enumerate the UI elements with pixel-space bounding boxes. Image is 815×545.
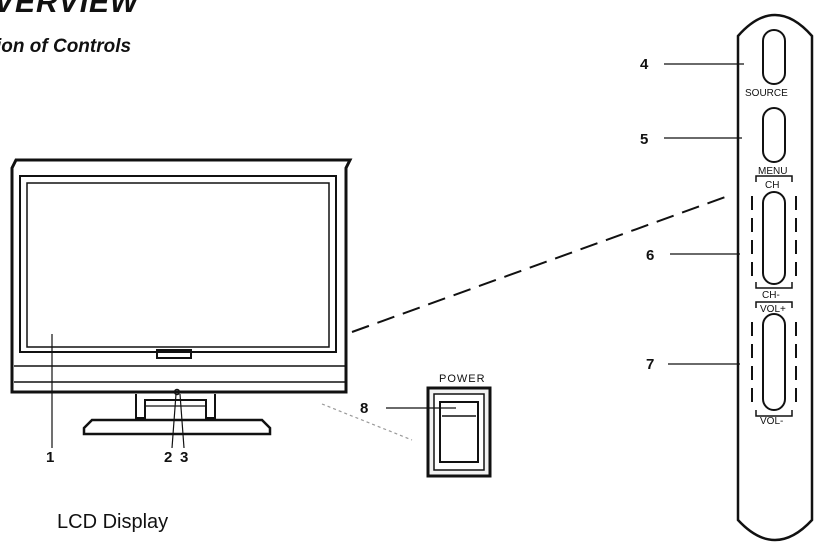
lcd-display-caption: LCD Display [57,511,169,533]
tv-screen-frame [19,175,337,353]
tv-screen [26,182,330,348]
volume-rocker [762,313,786,411]
source-label: SOURCE [745,88,788,99]
callout-1: 1 [46,449,54,466]
ch-minus-label: CH- [762,290,780,301]
tv-leader-lines [51,334,185,449]
callout-2: 2 [164,449,172,466]
projection-line-to-panel [351,195,729,333]
tv-illustration [10,158,353,436]
menu-button [762,107,786,163]
page-heading: VERVIEW [0,0,140,19]
vol-bracket [755,301,793,417]
callout-3: 3 [180,449,188,466]
source-button [762,29,786,85]
ch-plus-label: CH [765,180,779,191]
vol-plus-label: VOL+ [760,304,786,315]
callout-5: 5 [640,131,648,148]
panel-leader-lines [664,63,744,365]
vol-minus-label: VOL- [760,416,783,427]
tv-indicator-light [173,388,181,396]
power-switch-rocker [439,401,479,463]
channel-rocker [762,191,786,285]
callout-6: 6 [646,247,654,264]
tv-stand-base [82,418,272,436]
tv-logo-badge [156,349,192,359]
ch-bracket [755,175,793,289]
side-panel-outline [736,13,814,542]
projection-line-to-power [321,403,413,441]
power-switch [426,386,492,478]
side-control-panel [736,13,814,542]
callout-4: 4 [640,56,649,73]
callout-7: 7 [646,356,654,373]
menu-label: MENU [758,166,787,177]
page-subheading: ion of Controls [0,36,132,57]
power-label: POWER [439,373,486,385]
leader-3 [179,393,185,449]
callout-8: 8 [360,400,368,417]
leader-2 [171,393,177,449]
